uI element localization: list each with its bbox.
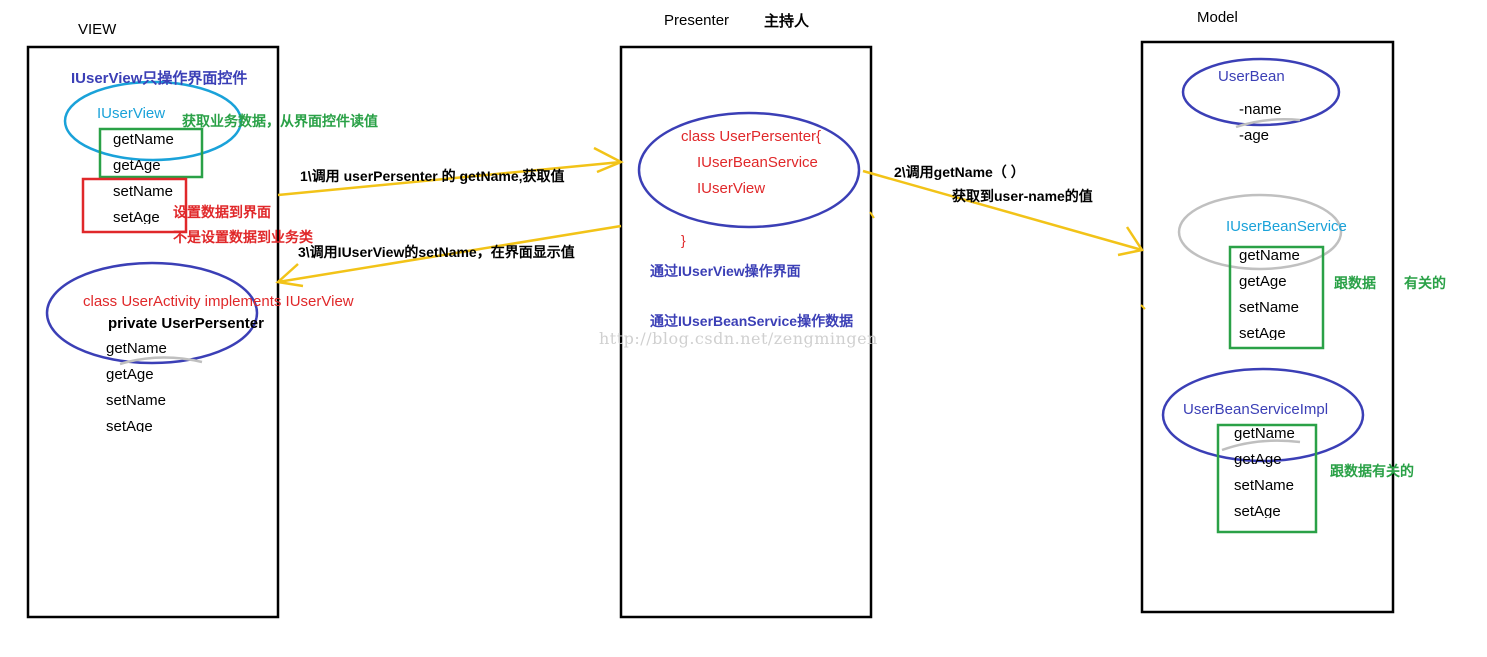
persenter-field-service: IUserBeanService (697, 154, 818, 171)
arrow-step2 (862, 169, 1145, 257)
impl-label: UserBeanServiceImpl (1183, 401, 1329, 418)
activity-method-getname: getName (106, 340, 167, 357)
service-method-getage: getAge (1239, 273, 1287, 290)
activity-method-setage-clip: setAge (103, 416, 173, 432)
view-gray-arc (119, 356, 203, 366)
view-method-setage: setAge (113, 209, 160, 224)
activity-method-setage: setAge (106, 418, 153, 432)
impl-gray-arc (1221, 439, 1301, 452)
model-title: Model (1197, 9, 1238, 26)
get-note: 获取业务数据，从界面控件读值 (182, 113, 378, 129)
userbean-field-age: -age (1239, 127, 1270, 144)
arrow-tick-mark-2 (1140, 304, 1146, 310)
impl-method-setage: setAge (1234, 503, 1281, 518)
impl-method-getage: getAge (1234, 451, 1282, 468)
impl-method-setname: setName (1234, 477, 1295, 494)
activity-method-setname: setName (106, 392, 167, 409)
userbeanserviceimpl-ellipse (1161, 367, 1365, 463)
persenter-closing: } (681, 232, 686, 248)
impl-method-setage-clip: setAge (1231, 501, 1301, 518)
service-method-getname: getName (1239, 247, 1300, 264)
userbean-gray-arc (1235, 118, 1301, 129)
view-method-getage: getAge (113, 157, 161, 174)
arrow-step3-label: 3\调用IUserView的setName，在界面显示值 (298, 244, 575, 260)
presenter-subtitle: 主持人 (764, 13, 810, 30)
service-note-1: 跟数据 (1334, 275, 1376, 291)
set-note-2: 不是设置数据到业务类 (173, 229, 313, 245)
impl-methods-box (1216, 423, 1318, 534)
impl-note: 跟数据有关的 (1330, 463, 1414, 479)
service-methods-box (1228, 245, 1325, 350)
presenter-box (619, 45, 873, 619)
useractivity-class: class UserActivity implements IUserView (83, 293, 354, 310)
activity-method-getage: getAge (106, 366, 154, 383)
impl-method-getname: getName (1234, 425, 1295, 442)
view-method-getname: getName (113, 131, 174, 148)
iuserbeanservice-ellipse (1177, 193, 1343, 271)
userpersenter-ellipse (637, 111, 861, 229)
iuserbeanservice-label: IUserBeanService (1226, 218, 1347, 235)
service-method-setage-clip: setAge (1236, 323, 1306, 340)
userbean-label: UserBean (1218, 68, 1285, 85)
model-box (1140, 40, 1395, 614)
presenter-title: Presenter (664, 12, 730, 29)
arrow-step2-label-a: 2\调用getName（ ） (894, 164, 1025, 180)
userbean-ellipse (1181, 57, 1341, 127)
set-note-1: 设置数据到界面 (173, 204, 271, 220)
service-method-setage: setAge (1239, 325, 1286, 340)
useractivity-field: private UserPersenter (108, 315, 264, 332)
service-note-2: 有关的 (1404, 275, 1446, 291)
userbean-field-name: -name (1239, 101, 1282, 118)
useractivity-ellipse (45, 261, 259, 365)
presenter-note-view: 通过IUserView操作界面 (650, 263, 801, 279)
arrow-step1 (277, 146, 624, 197)
view-title: VIEW (78, 21, 117, 38)
arrow-step2-label-b: 获取到user-name的值 (952, 188, 1093, 204)
service-method-setname: setName (1239, 299, 1300, 316)
iuserview-note: IUserView只操作界面控件 (71, 70, 248, 87)
persenter-field-view: IUserView (697, 180, 766, 197)
view-method-setage-clip: setAge (110, 207, 170, 224)
watermark: http://blog.csdn.net/zengmingen (599, 329, 878, 348)
view-set-methods-box (81, 177, 188, 234)
view-get-methods-box (98, 127, 204, 179)
view-method-setname: setName (113, 183, 174, 200)
iuserview-ellipse (63, 80, 243, 162)
presenter-note-data: 通过IUserBeanService操作数据 (650, 313, 854, 329)
arrow-tick-mark (869, 211, 875, 219)
persenter-class: class UserPersenter{ (681, 128, 822, 145)
view-box (26, 45, 280, 619)
arrow-step3 (275, 224, 622, 288)
arrow-step1-label: 1\调用 userPersenter 的 getName,获取值 (300, 168, 565, 184)
iuserview-label: IUserView (97, 105, 166, 122)
